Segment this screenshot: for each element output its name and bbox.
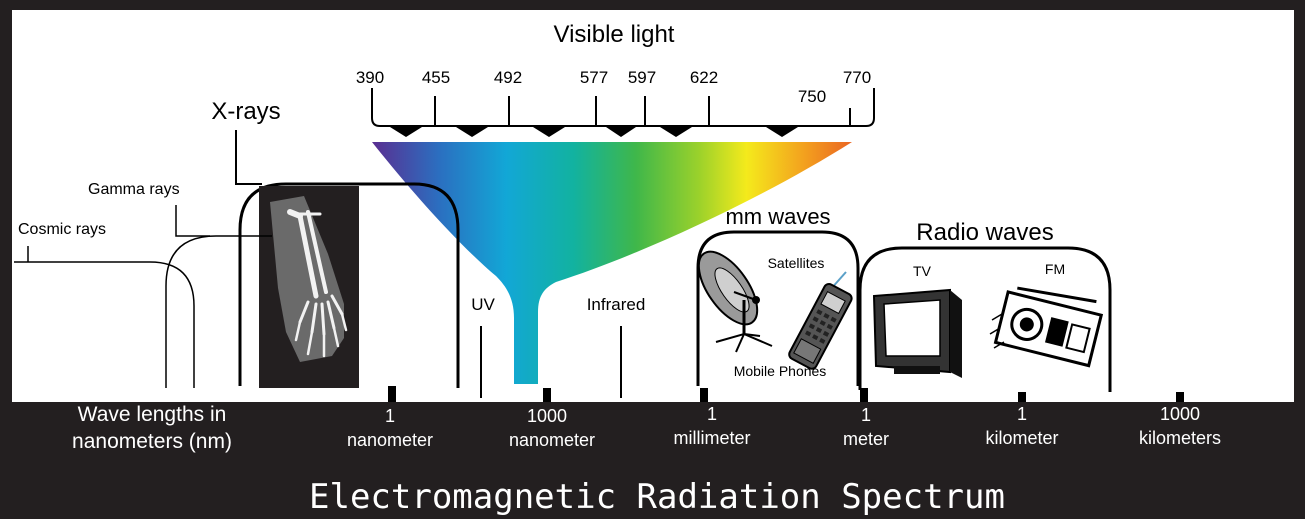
- scale-mark-value: 1: [1017, 404, 1027, 424]
- visible-tick-label: 770: [843, 68, 871, 87]
- scale-mark-value: 1000: [527, 406, 567, 426]
- mm-waves-label: mm waves: [725, 204, 830, 229]
- mobile-phones-label: Mobile Phones: [734, 363, 827, 379]
- tv-icon: [872, 288, 962, 378]
- visible-tick-lines: [434, 96, 851, 126]
- scale-mark-value: 1: [861, 405, 871, 425]
- gamma-rays-label: Gamma rays: [88, 181, 180, 198]
- cosmic-rays-label: Cosmic rays: [18, 221, 106, 238]
- scale-mark-unit: kilometers: [1139, 428, 1221, 448]
- scale-mark-value: 1: [707, 404, 717, 424]
- xrays-arch: [238, 182, 460, 388]
- xrays-leader: [235, 130, 262, 185]
- visible-light-title: Visible light: [554, 21, 675, 48]
- scale-mark-unit: kilometer: [985, 428, 1058, 448]
- visible-tick-label: 492: [494, 68, 522, 87]
- mobile-phone-icon: [788, 271, 853, 370]
- visible-tick-label: 750: [798, 87, 826, 106]
- scale-mark-unit: millimeter: [673, 428, 750, 448]
- visible-tick-labels: 390 455 492 577 597 622 750 770: [356, 68, 871, 106]
- scale-mark-value: 1000: [1160, 404, 1200, 424]
- tv-label: TV: [913, 263, 932, 279]
- radio-icon: [989, 286, 1104, 368]
- infrared-label: Infrared: [587, 295, 646, 314]
- radio-waves-label: Radio waves: [916, 219, 1053, 246]
- scale-heading: nanometers (nm): [72, 430, 232, 453]
- scale-ticks: [388, 386, 1184, 402]
- satellite-dish-icon: [697, 250, 773, 353]
- scale-heading: Wave lengths in: [78, 403, 227, 426]
- visible-bracket: [371, 88, 875, 127]
- visible-tick-label: 597: [628, 68, 656, 87]
- visible-bracket-arrows: [390, 127, 798, 137]
- visible-tick-label: 390: [356, 68, 384, 87]
- gamma-rays-leader: [175, 205, 210, 237]
- satellites-label: Satellites: [768, 255, 825, 271]
- xrays-label: X-rays: [211, 98, 280, 125]
- uv-label: UV: [471, 295, 495, 314]
- scale-mark-value: 1: [385, 406, 395, 426]
- hand-xray-icon: [259, 186, 359, 388]
- mm-waves-arch: [696, 230, 860, 386]
- visible-spectrum-funnel: [372, 142, 852, 384]
- fm-label: FM: [1045, 261, 1065, 277]
- visible-tick-label: 577: [580, 68, 608, 87]
- scale-mark-unit: nanometer: [347, 430, 433, 450]
- diagram-title: Electromagnetic Radiation Spectrum: [309, 477, 1005, 517]
- visible-tick-label: 622: [690, 68, 718, 87]
- scale-mark-unit: nanometer: [509, 430, 595, 450]
- scale-mark-unit: meter: [843, 429, 889, 449]
- radio-waves-arch: [858, 246, 1112, 392]
- gamma-rays-curve: [165, 235, 272, 388]
- visible-tick-label: 455: [422, 68, 450, 87]
- cosmic-rays-curve: [14, 261, 195, 388]
